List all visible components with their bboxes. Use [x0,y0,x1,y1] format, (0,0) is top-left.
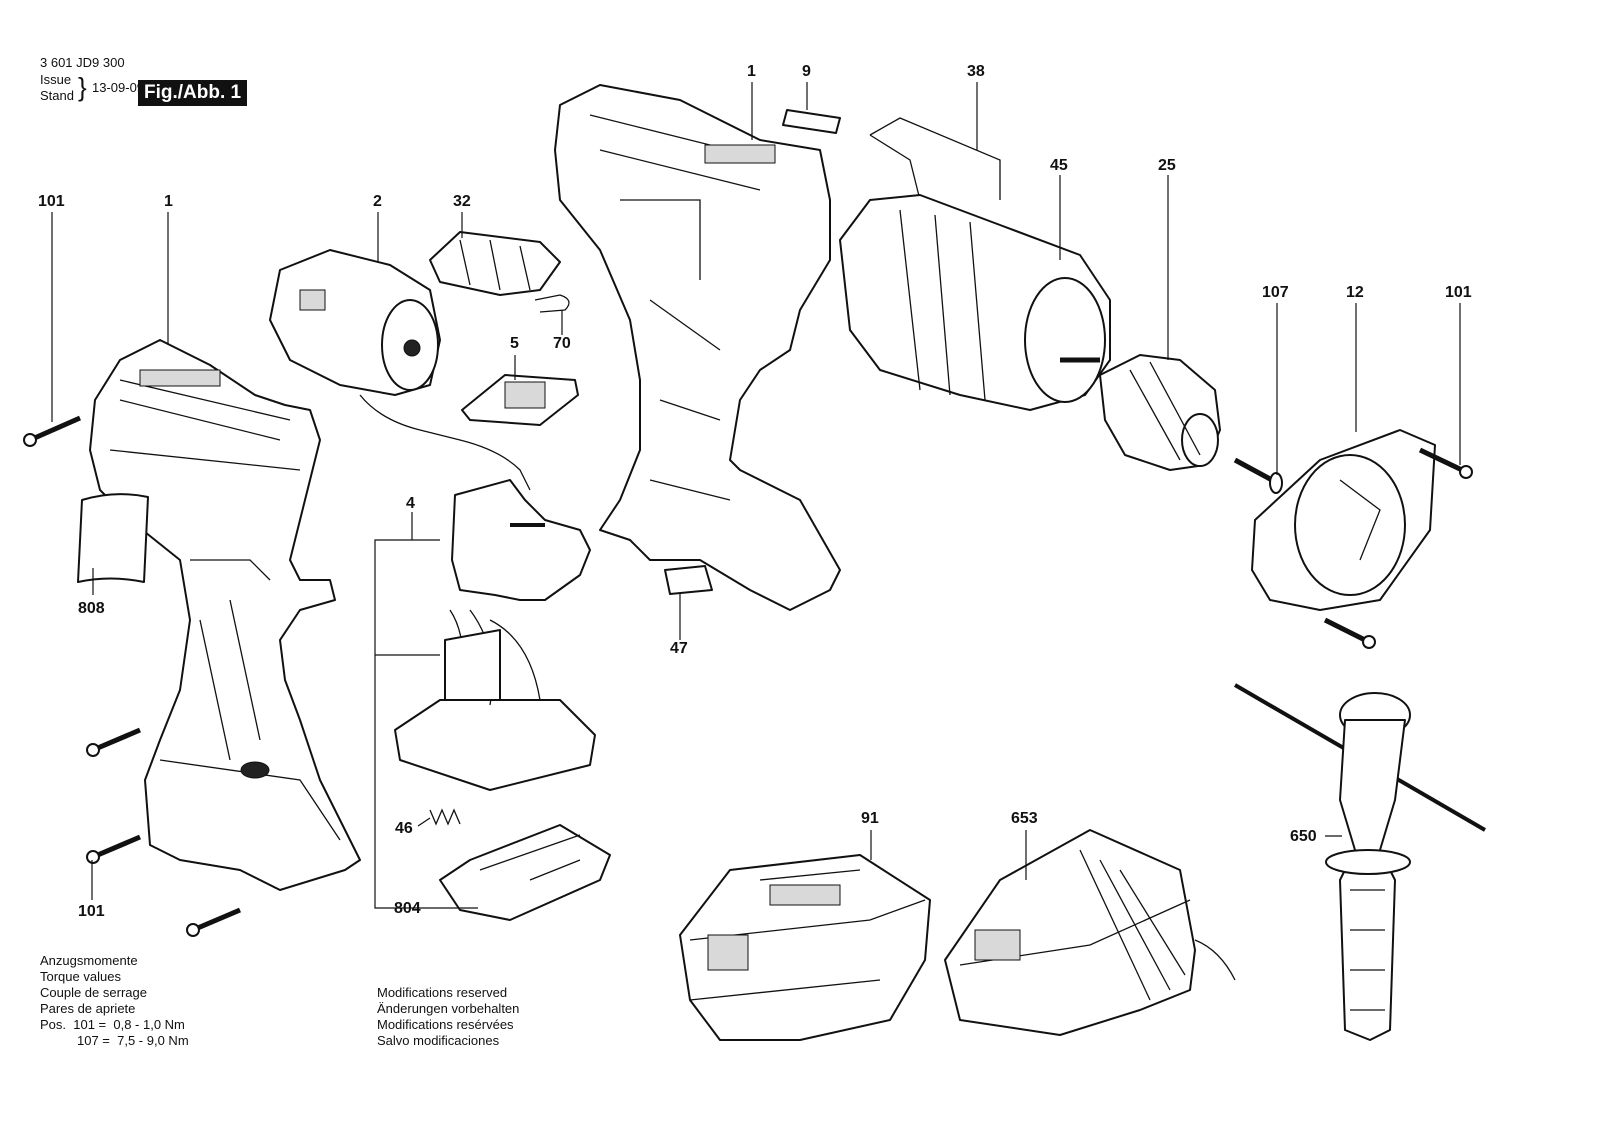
leader-46 [417,817,431,827]
screw-101-low-left [86,834,141,864]
callout-1: 1 [164,193,173,210]
callout-101: 101 [38,193,65,210]
screw-101-top-left [23,415,82,447]
modifications-en: Modifications reserved [377,985,508,1000]
gearbox-45 [839,194,1111,411]
figure-label: Fig./Abb. 1 [138,80,248,106]
callout-653: 653 [1011,810,1038,827]
callout-46: 46 [395,820,413,837]
callout-70: 70 [553,335,571,352]
brace-icon: } [78,72,87,102]
modifications-de: Änderungen vorbehalten [377,1001,520,1016]
torque-title-es: Pares de apriete [40,1001,136,1016]
stand-label: Stand [40,88,74,103]
screw-101-right-lower [1323,617,1376,649]
callout-107: 107 [1262,284,1289,301]
clip-70 [534,294,570,313]
callout-45: 45 [1050,157,1068,174]
charger-653 [944,829,1236,1036]
callout-5: 5 [510,335,519,352]
torque-title-fr: Couple de serrage [40,985,147,1000]
torque-title-en: Torque values [40,969,121,984]
torque-row-107: 107 = 7,5 - 9,0 Nm [77,1033,189,1048]
modifications-fr: Modifications resérvées [377,1017,514,1032]
battery-pack-91 [679,854,931,1041]
callout-4: 4 [406,495,415,512]
screw-101-bottom [186,907,241,937]
switch-slider-32 [429,231,561,296]
auxiliary-handle-650 [1233,683,1487,1041]
callout-650: 650 [1290,828,1317,845]
leader-4-bracket [374,539,478,909]
callout-32: 32 [453,193,471,210]
motor-2 [269,249,531,491]
callout-1: 1 [747,63,756,80]
housing-half-left [89,339,361,891]
callout-804: 804 [394,900,421,917]
spring-46 [429,808,461,826]
front-ring-12 [1251,429,1436,611]
switch-button-5 [461,374,579,426]
foot-47 [664,565,713,595]
contact-plate-804 [439,824,611,921]
label-9 [782,109,841,134]
housing-half-right [554,84,841,611]
callout-101: 101 [78,903,105,920]
callout-808: 808 [78,600,105,617]
label-sticker-808 [77,493,149,583]
part-number: 3 601 JD9 300 [40,55,125,70]
callout-101: 101 [1445,284,1472,301]
callout-9: 9 [802,63,811,80]
torque-row-101: Pos. 101 = 0,8 - 1,0 Nm [40,1017,185,1032]
callout-2: 2 [373,193,382,210]
callout-91: 91 [861,810,879,827]
screw-107 [1233,457,1283,494]
callout-38: 38 [967,63,985,80]
issue-label: Issue [40,72,72,87]
screw-101-right-upper [1418,447,1473,479]
electronics-module-4 [394,479,596,791]
callout-12: 12 [1346,284,1364,301]
modifications-es: Salvo modificaciones [377,1033,500,1048]
chuck-25 [1099,354,1221,471]
screw-101-mid-left [86,727,141,757]
callout-25: 25 [1158,157,1176,174]
issue-date: 13-09-09 [92,80,145,95]
callout-47: 47 [670,640,688,657]
torque-title-de: Anzugsmomente [40,953,138,968]
